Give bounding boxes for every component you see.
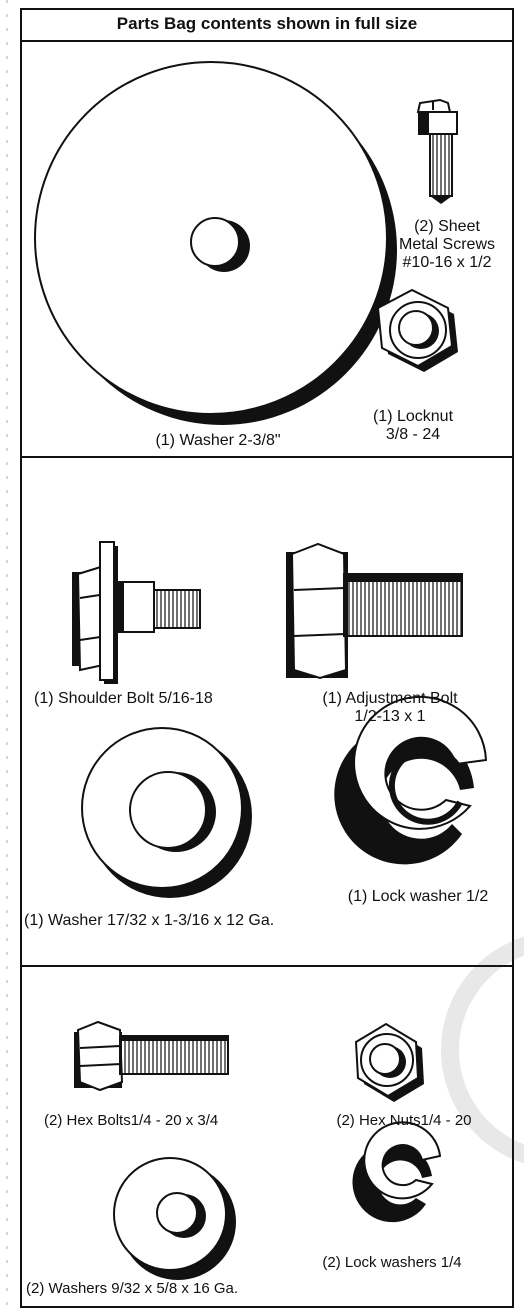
label-line: 3/8 - 24 xyxy=(385,426,441,443)
section-divider-2 xyxy=(20,965,514,967)
adjustment-bolt-label: (1) Adjustment Bolt 1/2-13 x 1 xyxy=(300,690,480,726)
label-line: 1/2-13 x 1 xyxy=(354,708,426,725)
scan-shadow xyxy=(441,936,524,1164)
lock-washer-quarter-icon xyxy=(352,1121,442,1223)
large-washer-icon xyxy=(34,61,397,425)
scan-artifact xyxy=(6,0,8,1312)
shoulder-bolt-icon xyxy=(72,541,201,684)
label-line: Metal Screws xyxy=(398,236,496,253)
medium-washer-label: (1) Washer 17/32 x 1-3/16 x 12 Ga. xyxy=(24,912,275,929)
hex-nut-icon xyxy=(354,1022,424,1102)
hex-bolt-icon xyxy=(74,1020,229,1092)
hex-nuts-label: (2) Hex Nuts1/4 - 20 xyxy=(336,1112,472,1129)
hex-bolts-label: (2) Hex Bolts1/4 - 20 x 3/4 xyxy=(44,1112,219,1129)
lock-washer-half-icon xyxy=(334,695,488,865)
section-divider-1 xyxy=(20,456,514,458)
adjustment-bolt-icon xyxy=(286,542,463,680)
sheet-metal-screws-label: (2) Sheet Metal Screws #10-16 x 1/2 xyxy=(382,218,512,272)
locknut-label: (1) Locknut 3/8 - 24 xyxy=(348,408,478,444)
page-title: Parts Bag contents shown in full size xyxy=(20,8,514,42)
locknut-icon xyxy=(376,288,458,372)
lock-washers-quarter-label: (2) Lock washers 1/4 xyxy=(322,1254,462,1271)
label-line: (2) Sheet xyxy=(414,218,480,235)
medium-washer-icon xyxy=(81,727,252,898)
sheet-metal-screw-icon xyxy=(416,98,458,204)
label-line: (1) Locknut xyxy=(372,408,454,425)
label-line: #10-16 x 1/2 xyxy=(402,254,492,271)
large-washer-label: (1) Washer 2-3/8" xyxy=(155,432,281,449)
shoulder-bolt-label: (1) Shoulder Bolt 5/16-18 xyxy=(34,690,213,707)
label-line: (1) Adjustment Bolt xyxy=(322,690,458,707)
lock-washer-half-label: (1) Lock washer 1/2 xyxy=(347,888,489,905)
small-washer-icon xyxy=(113,1157,236,1280)
parts-frame xyxy=(20,8,514,1308)
small-washers-label: (2) Washers 9/32 x 5/8 x 16 Ga. xyxy=(26,1280,239,1297)
